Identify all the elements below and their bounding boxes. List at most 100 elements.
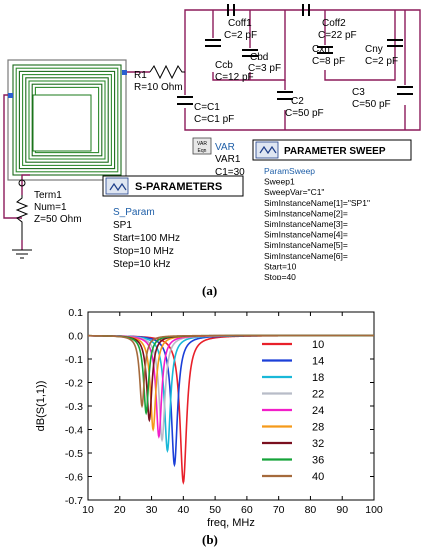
var-title: VAR [215,142,235,153]
spiral-inductor [7,59,127,181]
caption-b: (b) [202,532,218,547]
legend-label: 24 [312,405,324,417]
resistor-r1: R1 R=10 Ohm [134,64,185,93]
sweep-line: Sweep1 [264,177,295,187]
parameter-sweep-block: PARAMETER SWEEP ParamSweepSweep1SweepVar… [252,139,412,280]
sweep-icon [259,145,277,155]
x-tick-label: 80 [305,504,317,516]
sparam-icon [109,182,127,192]
ccb-value: C=12 pF [215,72,254,83]
sparam-type: S_Param [113,207,155,218]
s11-chart: 10 20 30 40 50 60 70 80 90 100 0.1 0.0 -0.1 -0.2 -0.3… [35,307,383,529]
sweep-line: SweepVar="C1" [264,187,324,197]
legend-label: 32 [312,438,324,450]
sweep-line: SimInstanceName[6]= [264,251,348,261]
c1-value: C=C1 pF [194,114,234,125]
sweep-title: PARAMETER SWEEP [284,146,386,157]
sweep-line: ParamSweep [264,166,315,176]
capacitor-coff2: Coff2 C=22 pF [302,4,357,41]
series-line-40 [88,334,374,409]
x-tick-label: 20 [114,504,126,516]
cny-value: C=2 pF [365,56,398,67]
y-tick-label: -0.3 [65,401,83,413]
plot-area [87,311,375,501]
y-tick-label: 0.1 [68,307,83,319]
legend-label: 18 [312,372,324,384]
coff1-name: Coff1 [228,18,252,29]
var-value: C1=30 [215,167,245,178]
r1-name: R1 [134,70,147,81]
y-tick-label: -0.4 [65,425,83,437]
cxn-value: C=8 pF [312,56,345,67]
y-tick-label: 0.0 [68,331,83,343]
var-icon-bottom: Eqn [198,148,207,154]
capacitor-cxn: Cxn C=8 pF [312,44,345,67]
var-icon-top: VAR [197,141,207,147]
capacitor-cbd: Cbd C=3 pF [242,49,281,74]
s-parameters-block: S-PARAMETERS S_Param SP1 Start=100 MHz S… [102,175,244,270]
y-tick-label: -0.1 [65,354,83,366]
x-axis-label: freq, MHz [207,517,255,529]
x-tick-label: 30 [146,504,158,516]
capacitor-cny: Cny C=2 pF [365,39,403,67]
sweep-parameters: ParamSweepSweep1SweepVar="C1"SimInstance… [264,166,370,280]
sweep-line: Start=10 [264,261,297,271]
x-tick-label: 100 [365,504,383,516]
legend-label: 14 [312,356,324,368]
coff2-name: Coff2 [322,18,346,29]
term-name: Term1 [34,190,62,201]
sparam-title: S-PARAMETERS [135,181,222,193]
sparam-name: SP1 [113,220,132,231]
c2-value: C=50 pF [285,108,324,119]
capacitor-c1: C=C1 C=C1 pF [177,96,234,125]
capacitor-ccb: Ccb C=12 pF [205,39,254,83]
capacitor-c3: C3 C=50 pF [352,86,413,110]
caption-a: (a) [202,283,218,298]
sparam-start: Start=100 MHz [113,233,180,244]
sparam-stop: Stop=10 MHz [113,246,174,257]
x-tick-label: 90 [336,504,348,516]
coff2-value: C=22 pF [318,30,357,41]
port-term1: Term1 Num=1 Z=50 Ohm [12,179,82,259]
sweep-line: SimInstanceName[4]= [264,230,348,240]
sparam-step: Step=10 kHz [113,259,171,270]
var-name: VAR1 [215,154,241,165]
legend-label: 36 [312,455,324,467]
legend-label: 28 [312,422,324,434]
y-axis-label: dB(S(1,1)) [35,381,47,432]
term-num: Num=1 [34,202,67,213]
c3-name: C3 [352,87,365,98]
legend-label: 22 [312,389,324,401]
sweep-line: SimInstanceName[1]="SP1" [264,198,370,208]
cbd-name: Cbd [250,52,268,63]
cbd-value: C=3 pF [248,63,281,74]
y-tick-label: -0.7 [65,495,83,507]
x-tick-label: 70 [273,504,285,516]
legend-label: 10 [312,339,324,351]
legend-label: 40 [312,471,324,483]
legend: 10 14 18 22 24 28 32 36 40 [262,339,324,483]
c2-name: C2 [291,96,304,107]
x-tick-label: 60 [241,504,253,516]
y-tick-label: -0.2 [65,378,83,390]
schematic-diagram: R1 R=10 Ohm C=C1 C=C1 pF Coff1 C=2 pF Cc… [3,4,421,280]
capacitor-c2: C2 C=50 pF [277,91,324,119]
capacitor-coff1: Coff1 C=2 pF [224,4,257,41]
term-z: Z=50 Ohm [34,214,82,225]
sweep-line: SimInstanceName[2]= [264,208,348,218]
var-block: VAR Eqn VAR VAR1 C1=30 [192,137,245,178]
y-tick-label: -0.6 [65,472,83,484]
x-tick-label: 10 [82,504,94,516]
sweep-line: Stop=40 [264,272,296,280]
r1-value: R=10 Ohm [134,82,183,93]
x-tick-label: 40 [177,504,189,516]
cny-name: Cny [365,44,383,55]
sweep-line: SimInstanceName[3]= [264,219,348,229]
cxn-name: Cxn [312,44,330,55]
c3-value: C=50 pF [352,99,391,110]
c1-name: C=C1 [194,102,220,113]
y-tick-label: -0.5 [65,448,83,460]
ccb-name: Ccb [215,60,233,71]
x-tick-label: 50 [209,504,221,516]
coff1-value: C=2 pF [224,30,257,41]
